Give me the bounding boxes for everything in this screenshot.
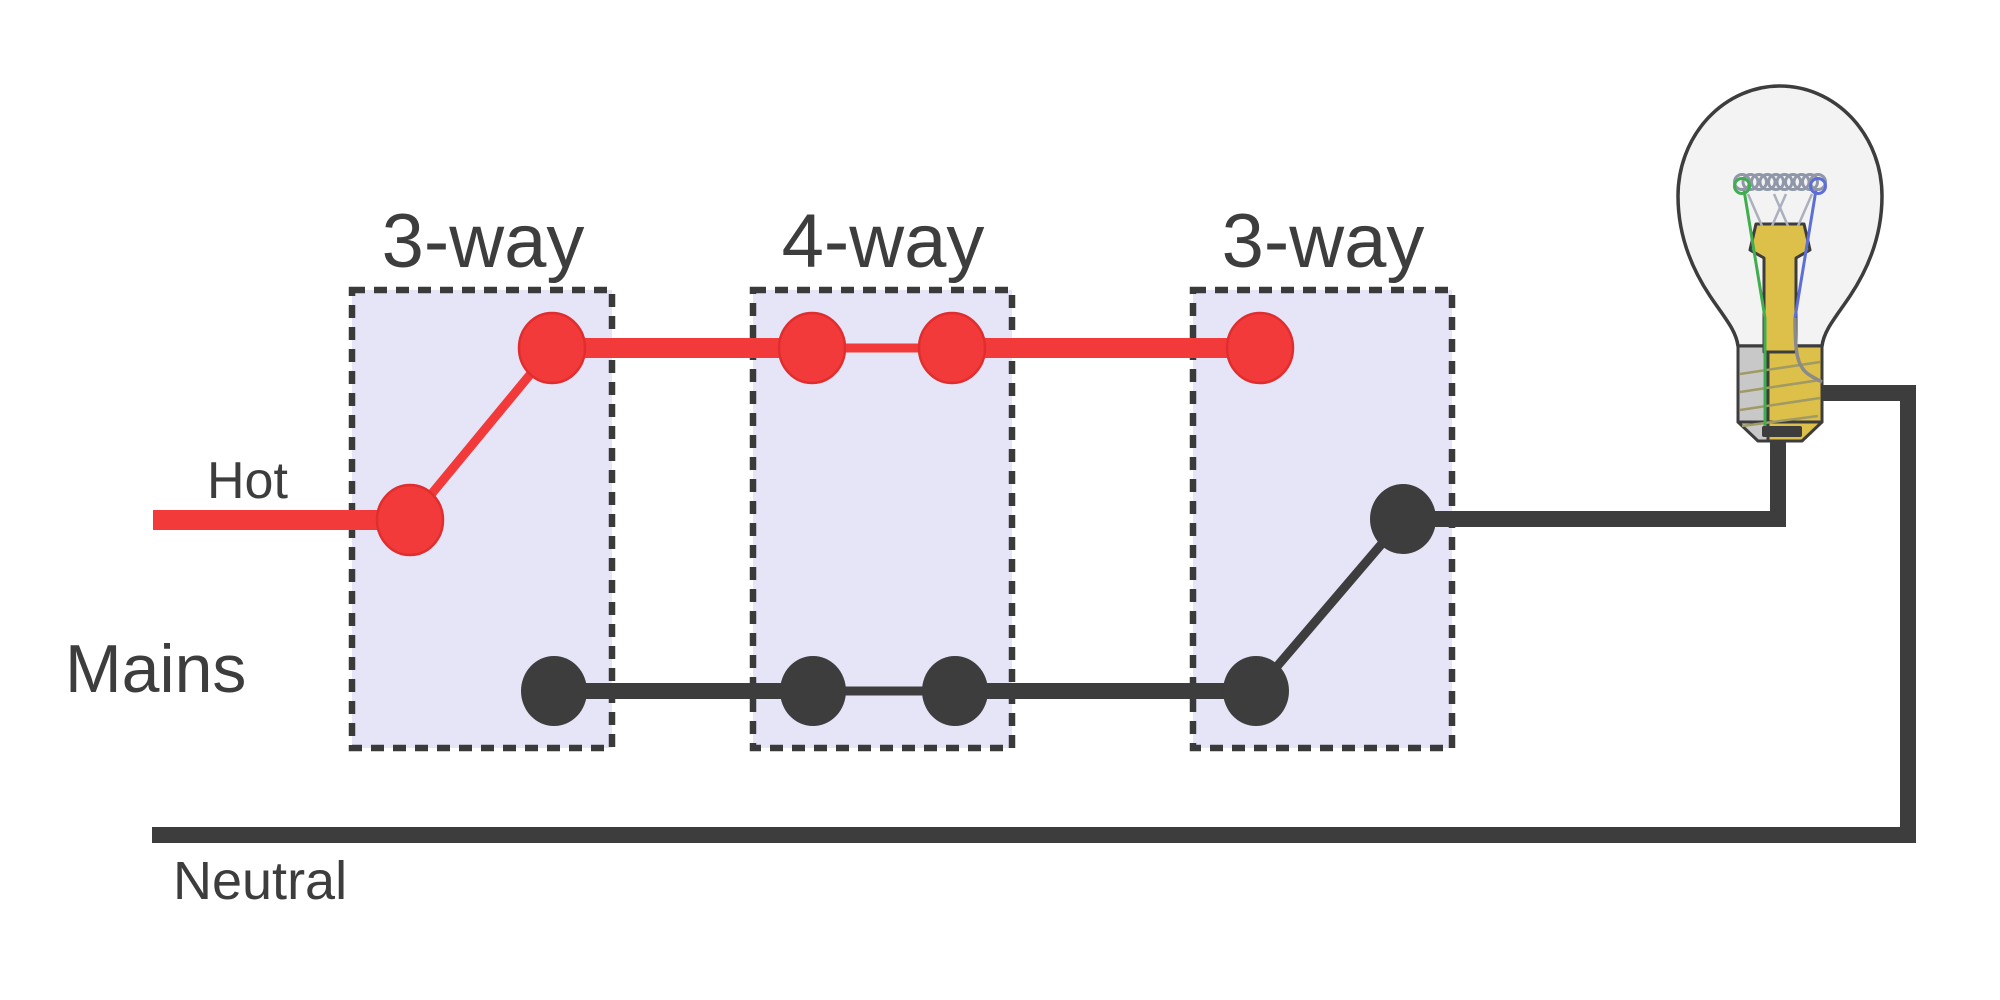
hot-label: Hot: [207, 452, 288, 510]
neutral-label: Neutral: [173, 851, 347, 911]
switch-1-common-terminal: [375, 483, 445, 557]
bulb-filament: [1733, 173, 1827, 195]
mains-label: Mains: [65, 631, 246, 707]
switch-2-terminal-top-right: [917, 311, 987, 385]
switch-2-terminal-bottom-left: [780, 656, 846, 726]
light-bulb-icon: [1676, 84, 1884, 443]
switch-1-traveler-terminal-bottom: [521, 656, 587, 726]
switch-3-traveler-terminal-bottom: [1223, 656, 1289, 726]
bulb-glass: [1676, 84, 1884, 348]
switch-1-label: 3-way: [382, 199, 585, 284]
bulb-contact: [1762, 426, 1802, 437]
bulb-threads: [1739, 360, 1821, 428]
switch-1-traveler-terminal-top: [517, 311, 587, 385]
switch-2-terminal-top-left: [777, 311, 847, 385]
bulb-support-wires: [1746, 193, 1814, 227]
switch-2-label: 4-way: [782, 199, 985, 284]
switch-3-traveler-terminal-top: [1225, 311, 1295, 385]
switch-1-blade: [406, 345, 556, 523]
switch-3-blade: [1252, 516, 1407, 694]
switch-2-terminal-bottom-right: [922, 656, 988, 726]
bulb-lead-blue: [1793, 189, 1818, 319]
switch-3-common-terminal: [1370, 484, 1436, 554]
bulb-lead-gray: [1793, 317, 1823, 384]
switch-3-label: 3-way: [1222, 199, 1425, 284]
lamp-wire: [1403, 434, 1786, 527]
neutral-wire: [152, 385, 1916, 843]
